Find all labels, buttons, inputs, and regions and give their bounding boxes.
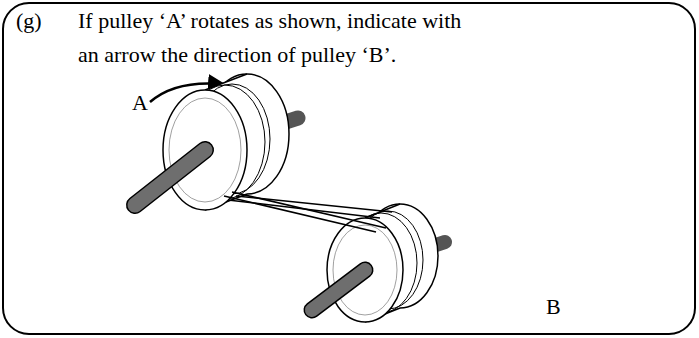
question-text: If pulley ‘A’ rotates as shown, indicate… bbox=[78, 4, 473, 72]
question-frame bbox=[3, 3, 695, 334]
pulley-a bbox=[163, 74, 289, 210]
pulley-b bbox=[327, 204, 438, 322]
question-letter: (g) bbox=[16, 4, 42, 38]
pulley-label: A bbox=[132, 86, 148, 120]
belt bbox=[224, 192, 392, 232]
shaft-a bbox=[135, 150, 205, 205]
shaft-b bbox=[312, 270, 365, 310]
pulley-label: B bbox=[546, 290, 561, 324]
